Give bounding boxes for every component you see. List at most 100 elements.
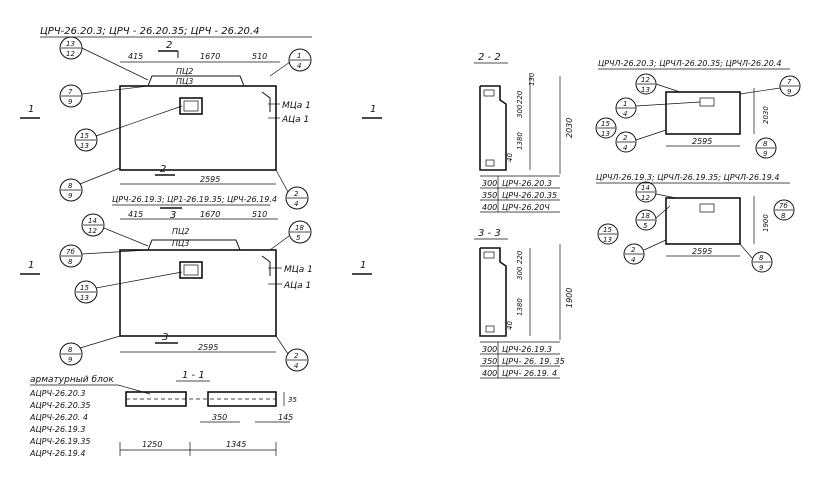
lifting-loops [147,75,245,87]
dim-label: 300 [516,104,524,118]
section-mark-label: 2 [160,164,166,175]
svg-text:12: 12 [88,227,97,235]
svg-text:15: 15 [601,120,610,128]
svg-text:13: 13 [603,236,612,244]
dim-label: 510 [252,52,267,61]
svg-text:9: 9 [787,88,792,96]
block-item: АЦРЧ-26.19.35 [29,437,91,446]
section-cut-label: 1 [28,260,34,271]
label-pc3: ПЦ3 [172,239,189,248]
svg-text:12: 12 [66,50,75,58]
svg-text:12: 12 [641,76,650,84]
opening-inner [183,264,199,276]
dim-label: 1670 [200,52,220,61]
svg-text:1: 1 [623,100,627,108]
right-bottom-title: ЦРЧЛ-26.19.3; ЦРЧЛ-26.19.35; ЦРЧЛ-26.19.… [596,173,779,182]
lifting-loops [147,239,241,251]
svg-text:8: 8 [68,182,73,190]
svg-text:18: 18 [295,224,304,232]
callout-bubble: 79 [739,75,801,97]
callout-bubble: 185 [269,220,312,251]
svg-text:8: 8 [759,254,764,262]
svg-text:5: 5 [643,222,648,230]
edge-detail [261,255,271,276]
svg-text:8: 8 [781,212,786,220]
svg-text:14: 14 [88,217,97,225]
svg-text:13: 13 [641,86,650,94]
svg-text:9: 9 [68,98,73,106]
callout-bubble: 89 [739,243,773,273]
profile-detail [485,159,495,167]
section-mark-label: 2 [166,40,172,51]
top-view-title: ЦРЧ-26.20.3; ЦРЧ - 26.20.35; ЦРЧ - 26.20… [40,26,259,37]
svg-text:15: 15 [603,226,612,234]
dim-label: 415 [128,52,143,61]
profile-detail [483,89,495,97]
dim-label: 220 [516,250,524,264]
svg-text:12: 12 [641,194,650,202]
label-aca1: АЦа 1 [283,281,311,291]
dim-label: 350 [212,413,227,422]
svg-text:7: 7 [68,88,73,96]
table-cell: 300 [482,179,497,188]
opening [699,203,715,213]
table-cell: 300 [482,345,497,354]
svg-text:4: 4 [623,144,627,152]
panel-outline [119,85,277,171]
label-mca1: МЦа 1 [282,101,311,111]
callout-bubble: 89 [755,137,777,159]
svg-text:13: 13 [80,142,89,150]
block-item: АЦРЧ-26.19.3 [29,425,85,434]
svg-text:1: 1 [297,52,301,60]
callout-bubble: 14 [269,48,312,77]
length-label: 2595 [200,175,220,184]
dim-label: 1345 [226,440,246,449]
callout-bubble: 24 [275,335,309,372]
svg-text:9: 9 [763,150,768,158]
section-mark-label: 3 [170,210,176,221]
svg-text:9: 9 [759,264,764,272]
svg-text:18: 18 [641,212,650,220]
dim-label: 40 [506,321,514,330]
profile-detail [485,325,495,333]
dim-label: 1380 [516,298,524,316]
right-bottom-view: ЦРЧЛ-26.19.3; ЦРЧЛ-26.19.35; ЦРЧЛ-26.19.… [596,173,795,273]
svg-text:7б: 7б [779,202,788,210]
callout-bubble: 89 [59,167,121,202]
block-item: АЦРЧ-26.20.3 [29,389,85,398]
svg-text:7: 7 [787,78,792,86]
section-cut-label: 1 [360,260,366,271]
svg-text:2: 2 [631,246,636,254]
table-cell: ЦРЧ-26.20Ч [502,203,550,212]
svg-text:13: 13 [80,294,89,302]
svg-text:8: 8 [68,346,73,354]
section-cut-label: 1 [28,104,34,115]
table-cell: 400 [482,369,497,378]
dim-label: 415 [128,210,143,219]
svg-text:13: 13 [601,130,610,138]
dim-label: 2030 [762,106,770,124]
label-mca1: МЦа 1 [284,265,313,275]
table-cell: 350 [482,191,497,200]
dim-label: 40 [506,153,514,162]
callout-bubble: 185 [635,205,671,231]
panel-outline [119,249,277,337]
section-title: 2 - 2 [478,52,501,63]
dim-label: 2595 [692,247,712,256]
svg-text:7б: 7б [66,248,75,256]
section-profile [479,85,507,171]
mid-view-title: ЦРЧ-26.19.3; ЦР1-26.19.35; ЦРЧ-26.19.4 [112,195,277,204]
svg-text:14: 14 [641,184,650,192]
callout-bubble: 7б8 [59,244,149,268]
dim-label: 510 [252,210,267,219]
callout-bubble: 79 [59,84,149,108]
svg-text:2: 2 [294,190,299,198]
section-title: 3 - 3 [478,228,501,239]
